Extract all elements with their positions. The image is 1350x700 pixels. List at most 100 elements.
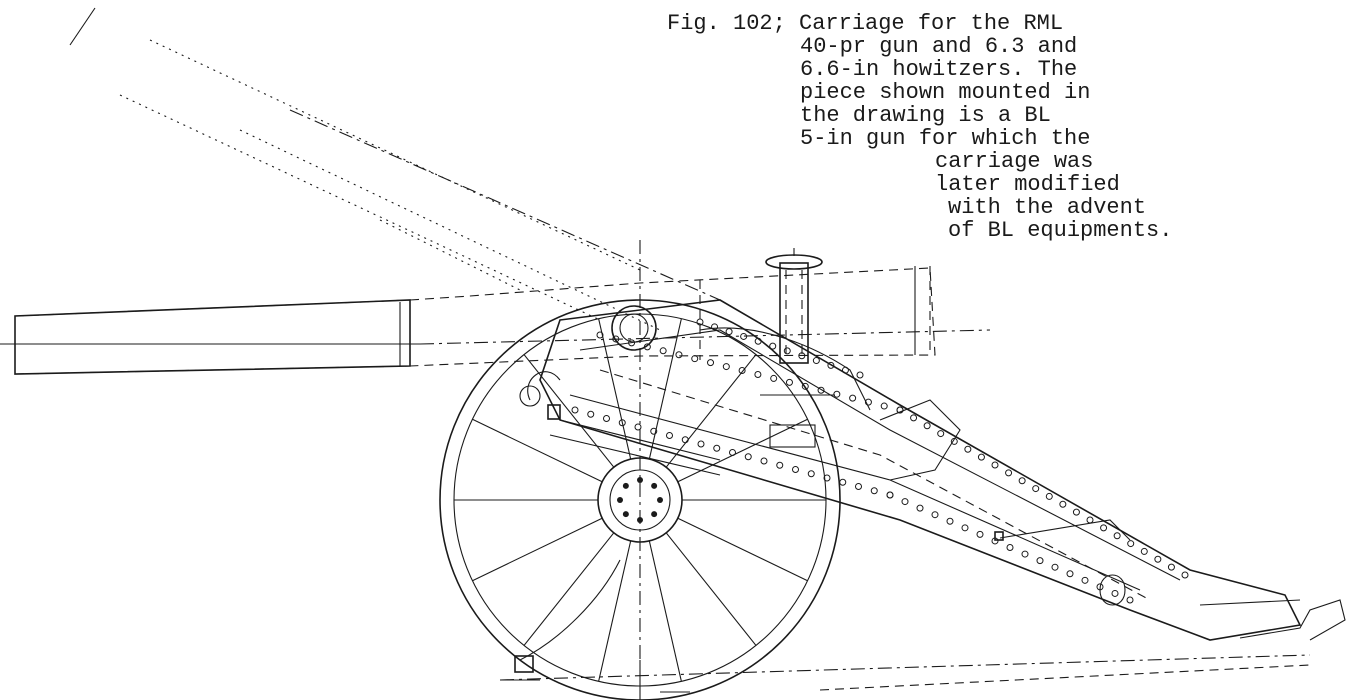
rivet — [841, 366, 849, 374]
rivet — [991, 537, 999, 545]
rivet — [650, 427, 658, 435]
wheel-spoke — [677, 418, 808, 483]
hub-bolt — [657, 497, 663, 503]
rivet — [849, 394, 857, 402]
rivet — [713, 444, 721, 452]
rivet — [675, 351, 683, 359]
carriage-trail — [539, 299, 1346, 641]
rivet — [696, 318, 704, 326]
elevated-barrel-ghost — [69, 7, 721, 331]
rivet — [618, 419, 626, 427]
rivet — [659, 347, 667, 355]
rivet — [916, 504, 924, 512]
rivet — [923, 422, 931, 430]
rivet — [855, 483, 862, 490]
rivet — [1181, 571, 1189, 579]
caption-line-9: with the advent — [948, 195, 1147, 220]
rivet — [931, 511, 939, 519]
rivet — [910, 414, 918, 422]
rivet — [1018, 477, 1026, 485]
rivet — [571, 406, 579, 414]
rivet — [964, 445, 972, 453]
wheel-spoke — [648, 318, 682, 460]
rivet — [977, 453, 985, 461]
rivet — [901, 498, 909, 506]
rivet — [596, 331, 604, 339]
rivet — [1072, 508, 1080, 516]
rivet — [946, 517, 954, 525]
caption-line-1: Fig. 102; Carriage for the RML — [667, 11, 1064, 36]
rivet — [666, 432, 673, 439]
wheel-spoke — [598, 540, 632, 682]
rivet — [1113, 532, 1121, 540]
rivet — [976, 530, 984, 538]
rivet — [812, 357, 820, 365]
rivet — [961, 524, 969, 532]
rivet — [1005, 469, 1013, 477]
rivet — [612, 335, 620, 343]
rivet — [725, 328, 733, 336]
wheel-spoke — [598, 318, 632, 460]
caption-line-2: 40-pr gun and 6.3 and — [800, 34, 1078, 59]
ground-lines — [499, 240, 1311, 700]
hub-bolt — [651, 511, 658, 518]
wheel-spoke — [523, 532, 615, 646]
rivet — [807, 470, 815, 478]
rivet — [880, 402, 888, 410]
caption-line-7: carriage was — [935, 149, 1094, 174]
rivet — [770, 374, 778, 382]
rivet — [792, 466, 799, 473]
rivet — [1154, 555, 1162, 563]
rivet — [1021, 550, 1029, 558]
rivet — [628, 339, 636, 347]
wheel-spoke — [648, 540, 682, 682]
caption-line-5: the drawing is a BL — [800, 103, 1051, 128]
rivet — [1032, 485, 1040, 493]
caption-line-10: of BL equipments. — [948, 218, 1173, 243]
wheel-spoke — [677, 517, 808, 582]
rivet — [643, 343, 651, 351]
hub-bolt — [651, 482, 658, 489]
rivet — [823, 474, 831, 482]
rivet — [1086, 516, 1094, 524]
rivet — [634, 423, 642, 431]
rivet — [1111, 589, 1119, 597]
rivet — [827, 361, 835, 369]
rivet — [864, 398, 872, 406]
rivet — [1126, 596, 1134, 604]
rivet — [833, 390, 841, 398]
rivet — [1140, 547, 1148, 555]
rivet — [769, 342, 777, 350]
rivet — [1081, 576, 1089, 584]
carriage-wheel — [439, 299, 841, 700]
wheel-spoke — [665, 354, 757, 468]
rivet — [937, 430, 945, 438]
caption-line-6: 5-in gun for which the — [800, 126, 1091, 151]
rivet — [991, 461, 999, 469]
rivet — [817, 386, 825, 394]
rivet — [738, 367, 746, 375]
rivet — [1127, 540, 1135, 548]
rivet — [603, 415, 610, 422]
axle-and-fittings — [500, 371, 721, 681]
rivet — [950, 437, 958, 445]
rivet — [760, 457, 768, 465]
rivet — [886, 491, 894, 499]
rivet — [783, 347, 791, 355]
rivet — [1096, 583, 1104, 591]
rivet — [691, 355, 699, 363]
rivet-rows — [571, 318, 1189, 604]
rivet — [697, 440, 705, 448]
caption-line-8: later modified — [935, 172, 1120, 197]
rivet — [754, 370, 762, 378]
rivet — [798, 352, 806, 360]
rivet — [722, 363, 730, 371]
rivet — [856, 371, 864, 379]
rivet — [707, 359, 715, 367]
hub-bolt — [622, 511, 629, 518]
wheel-spoke — [472, 418, 603, 483]
rivet — [1167, 563, 1175, 571]
caption-line-3: 6.6-in howitzers. The — [800, 57, 1078, 82]
